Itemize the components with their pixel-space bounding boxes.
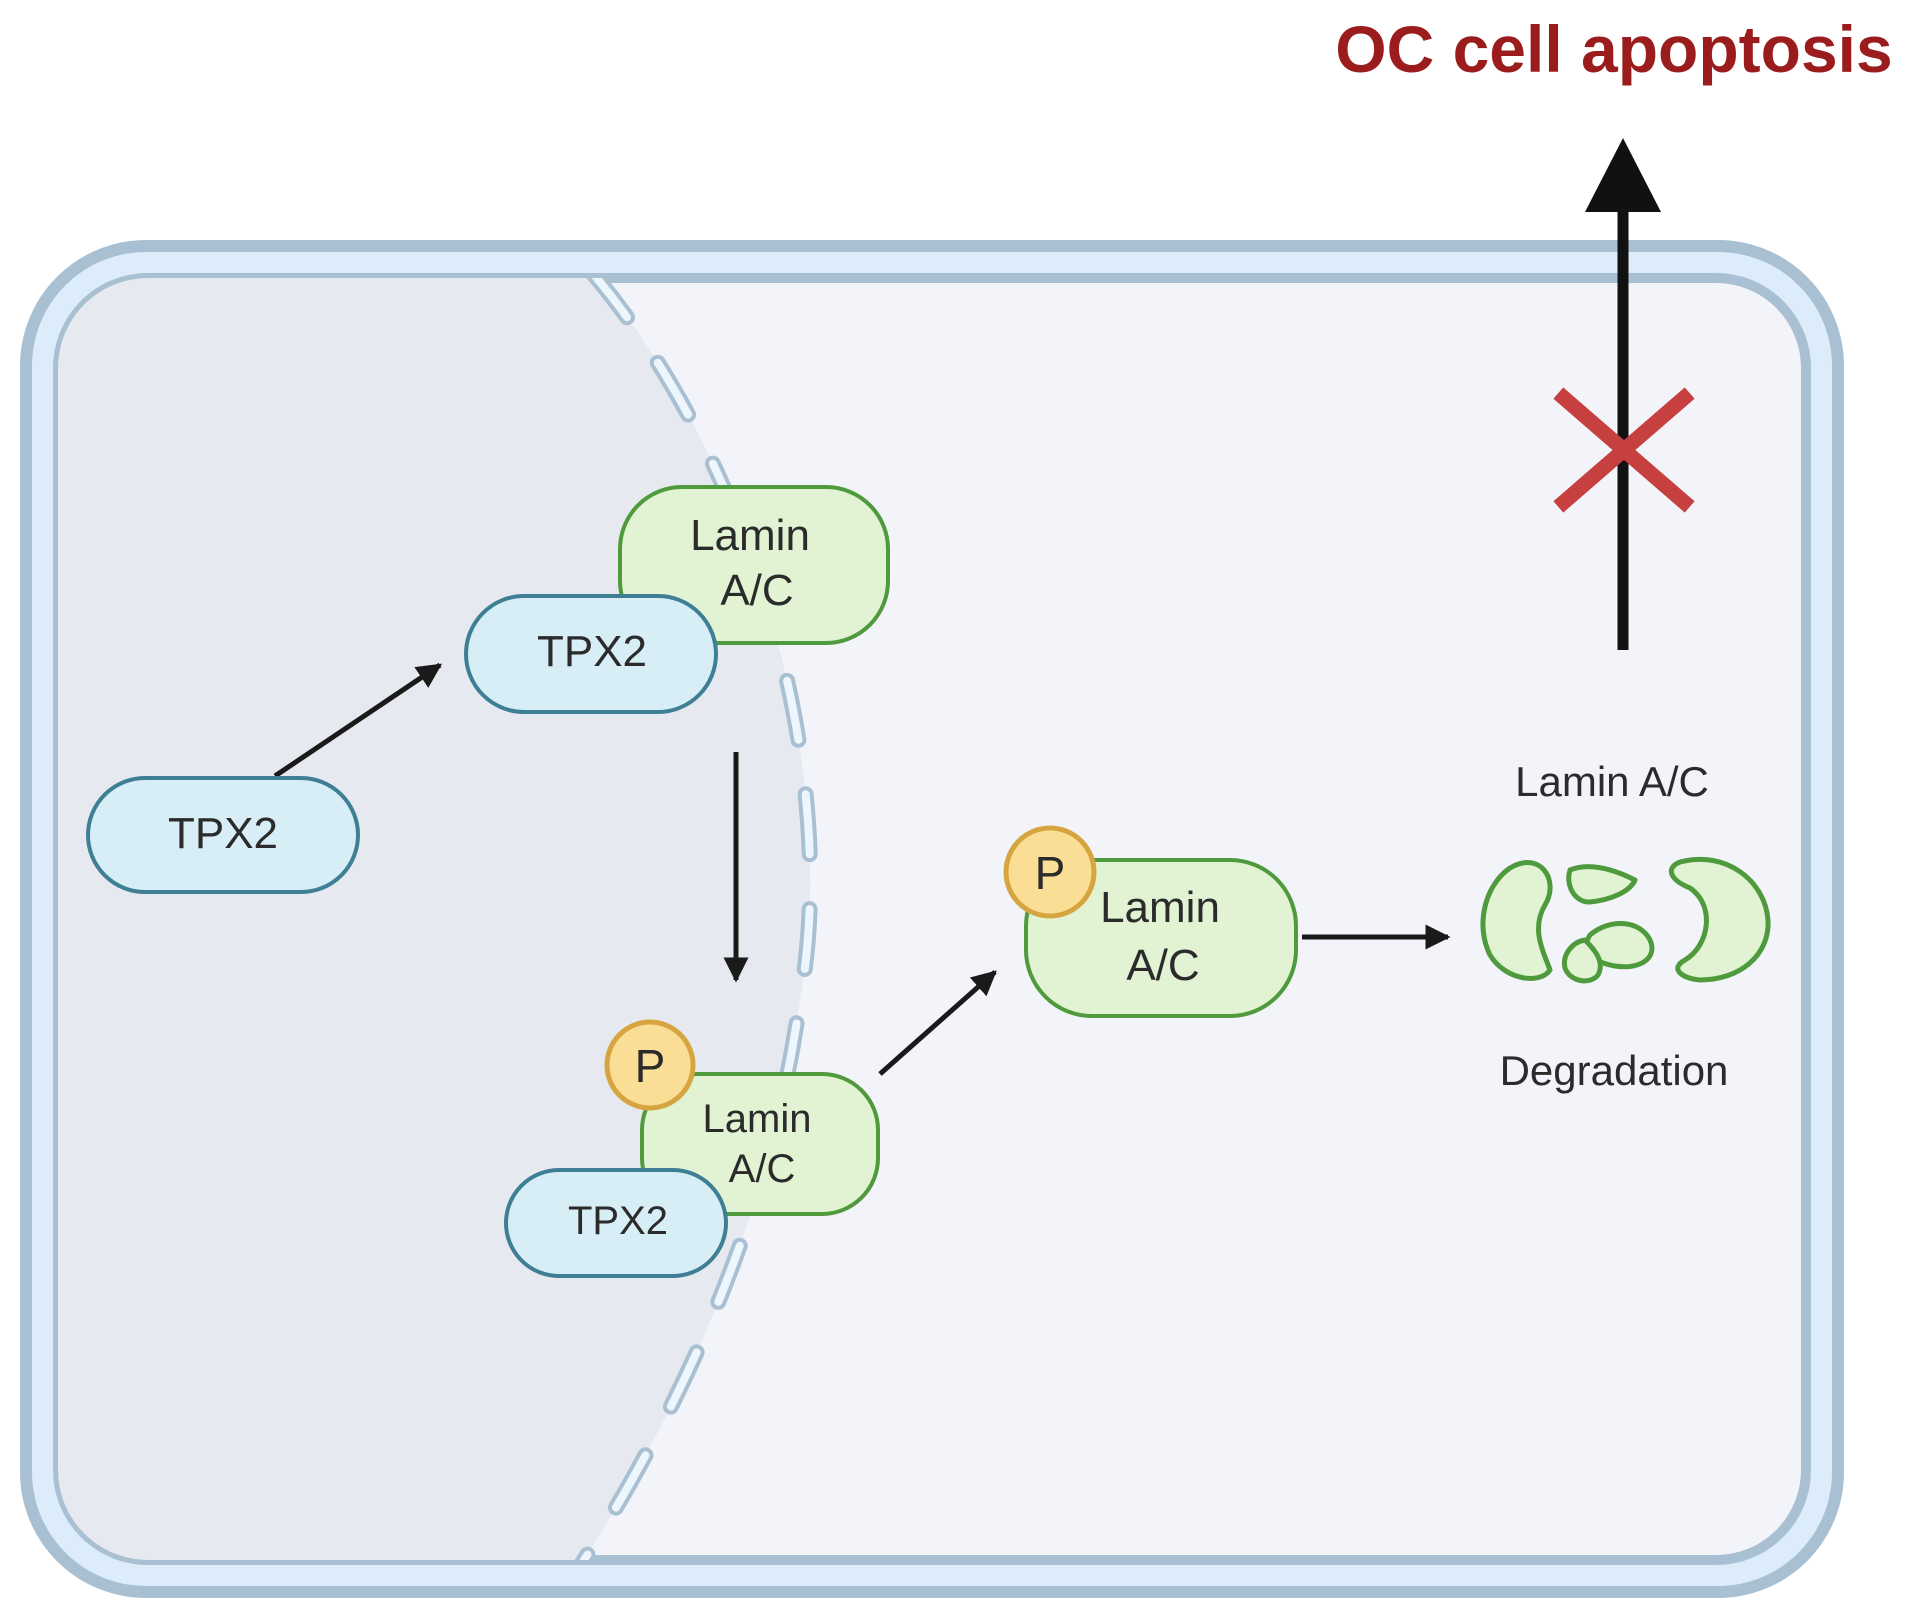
tpx2-free-label: TPX2 <box>168 809 278 858</box>
degradation-top-label: Lamin A/C <box>1515 758 1709 805</box>
nuclear-envelope-inner <box>541 278 815 1560</box>
tpx2-free: TPX2 <box>86 776 360 894</box>
phospho-badge-free-label: P <box>1035 847 1066 899</box>
arrow-complex-to-free-lamin <box>878 970 997 1076</box>
free-lamin-label-line2: A/C <box>1126 941 1199 990</box>
phospho-badge-free <box>1003 825 1097 919</box>
complex-tpx2-label: TPX2 <box>537 627 647 676</box>
phospho-lamin-free: Lamin A/C P <box>1003 825 1298 1018</box>
complex-lamin-label-line2: A/C <box>720 566 793 615</box>
block-x-icon <box>1553 387 1695 513</box>
phospho-badge-complex <box>604 1019 696 1111</box>
lamin-tpx2-complex: Lamin A/C TPX2 <box>464 485 890 714</box>
apoptosis-arrow-head <box>1585 138 1661 212</box>
diagram-title: OC cell apoptosis <box>1335 12 1892 86</box>
arrow-tpx2-to-complex <box>273 662 443 779</box>
phospho-complex-lamin-label-line2: A/C <box>729 1147 796 1191</box>
phospho-complex-lamin-label-line1: Lamin <box>703 1097 812 1141</box>
degraded-fragments-icon <box>1480 856 1771 984</box>
phospho-lamin-tpx2-complex: Lamin A/C TPX2 P <box>504 1019 880 1278</box>
phospho-complex-tpx2-label: TPX2 <box>568 1199 668 1243</box>
phospho-badge-complex-label: P <box>635 1040 666 1092</box>
degradation-bottom-label: Degradation <box>1500 1047 1729 1094</box>
free-lamin-label-line1: Lamin <box>1100 883 1220 932</box>
complex-lamin-label-line1: Lamin <box>690 511 810 560</box>
